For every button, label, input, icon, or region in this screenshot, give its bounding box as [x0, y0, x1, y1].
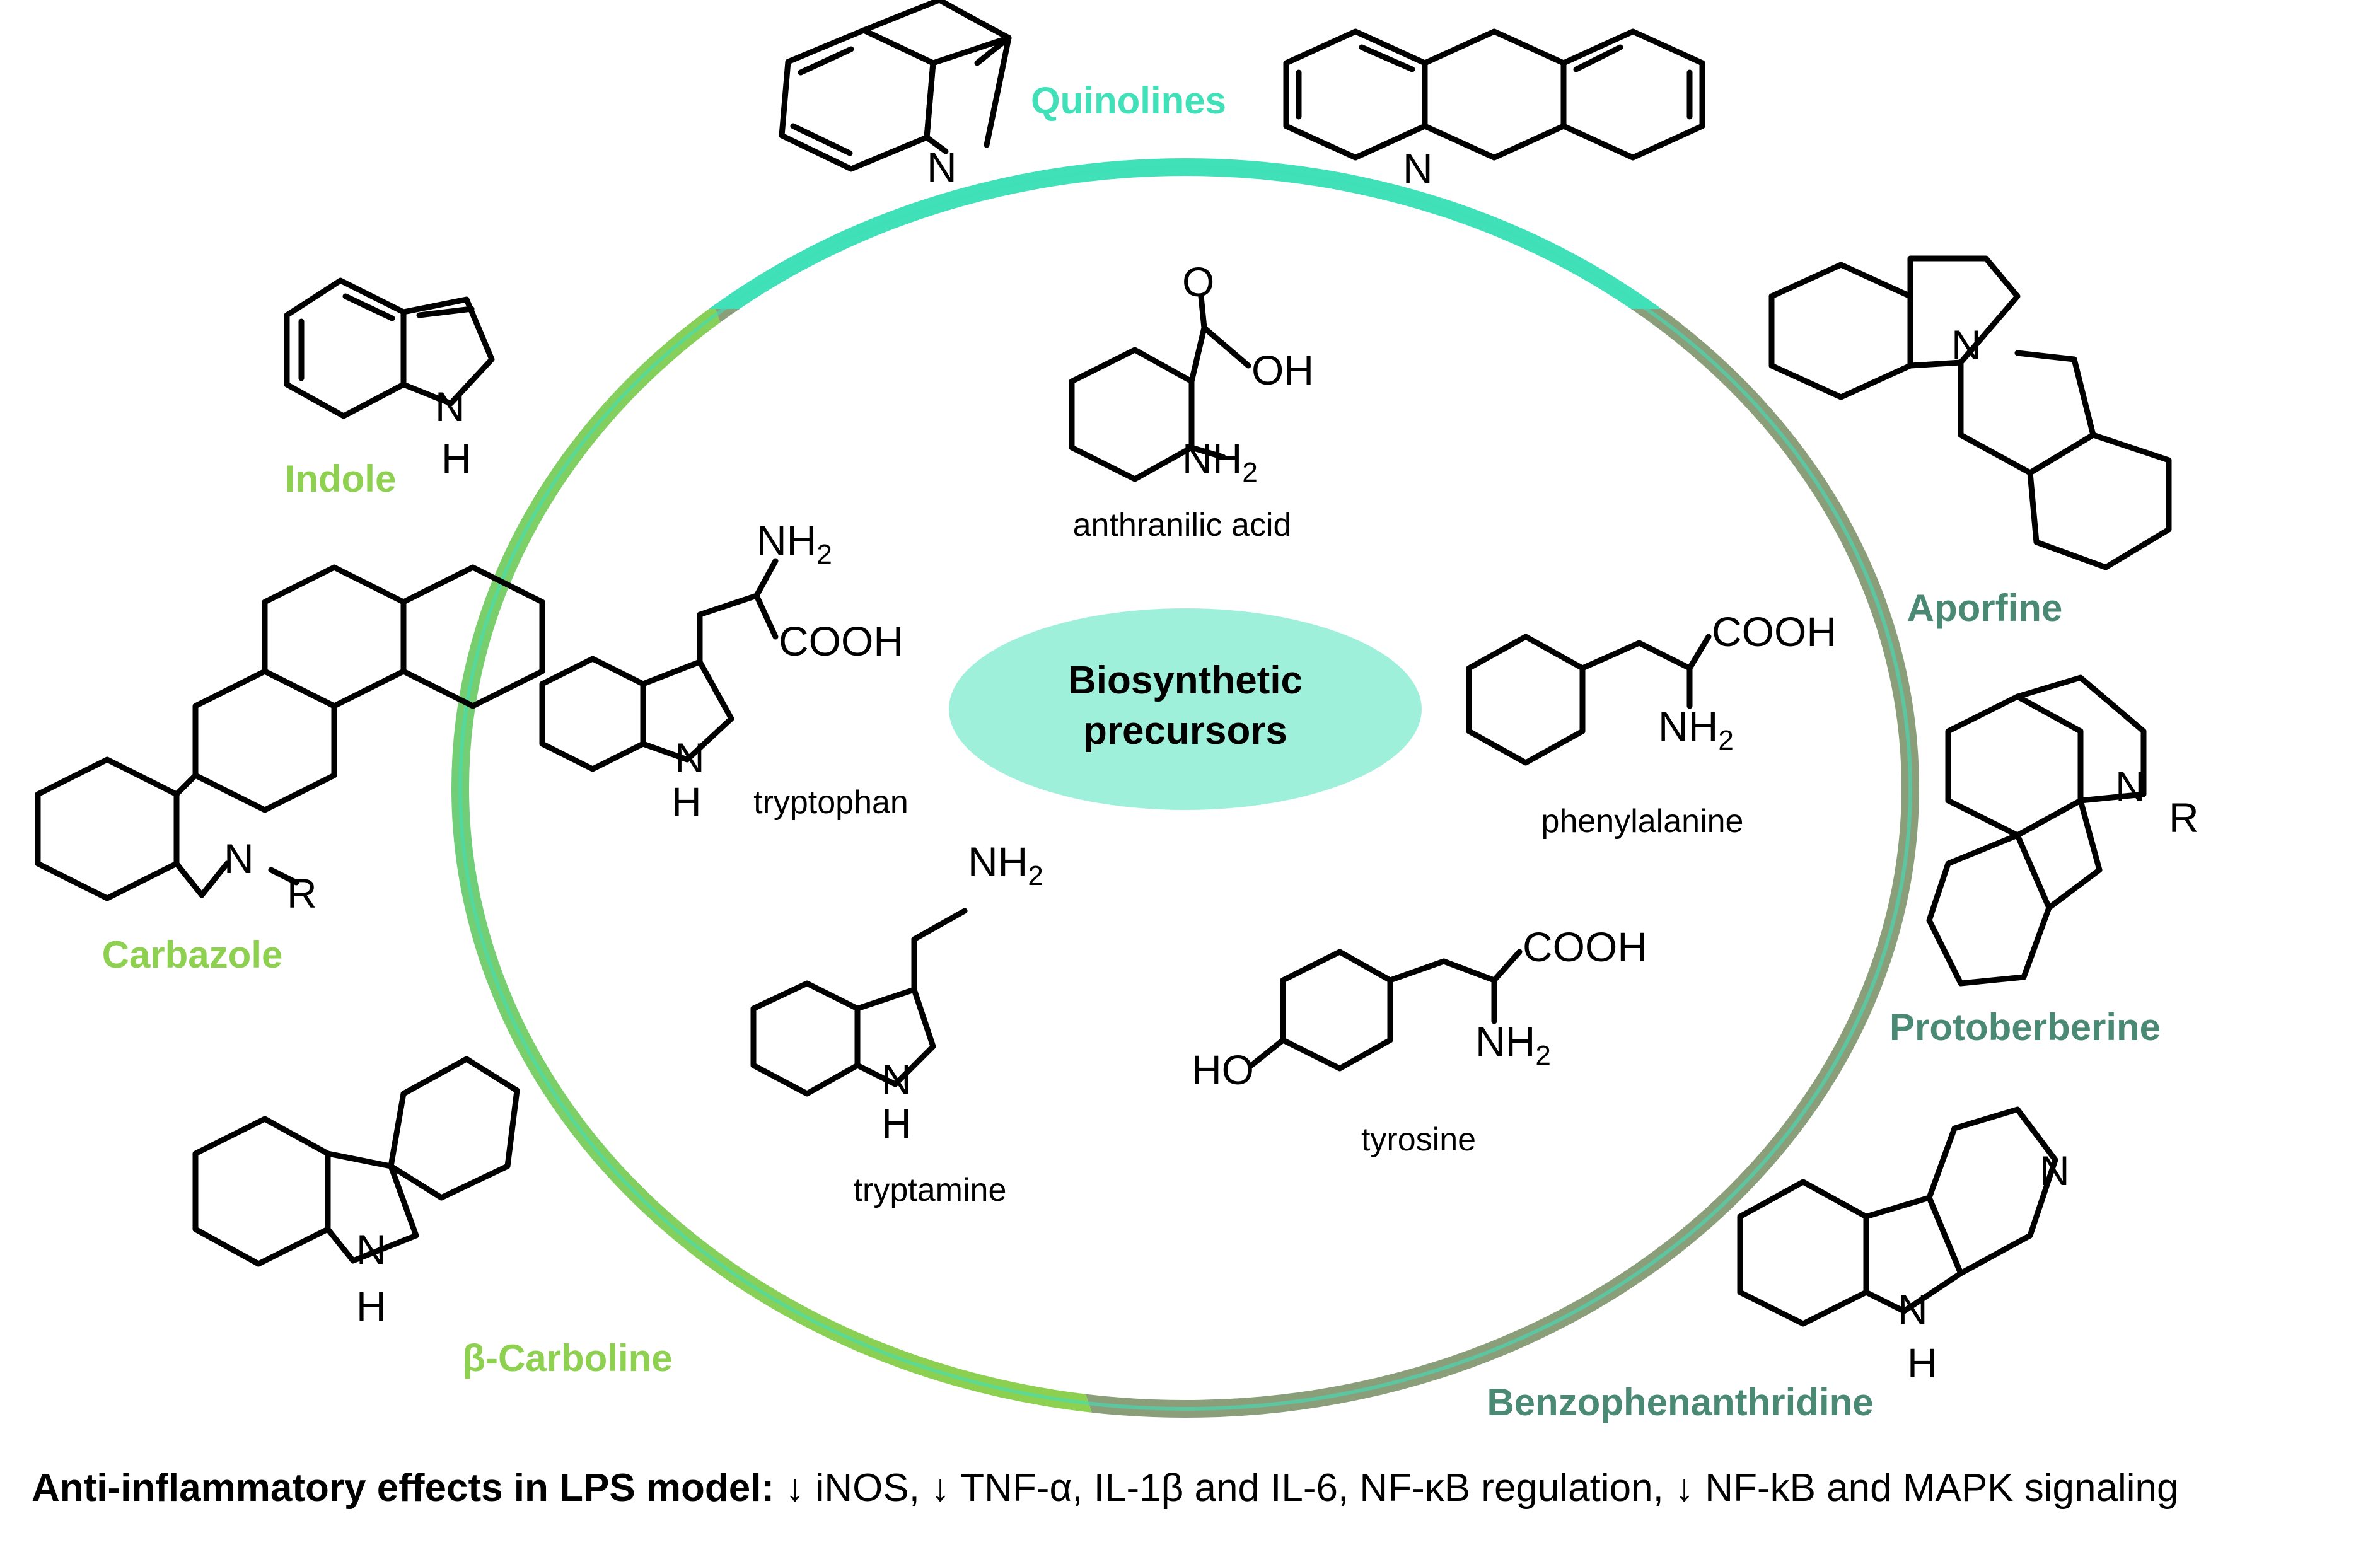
beta-carboline-h-label: H	[356, 1283, 386, 1329]
center-title-line2: precursors	[1083, 709, 1287, 753]
tyrosine-ho-label: HO	[1192, 1046, 1254, 1093]
carbazole-label-structure	[35, 564, 545, 901]
anthranilic-oh-label: OH	[1251, 347, 1314, 393]
tryptophan-cooh-label: COOH	[779, 618, 903, 664]
protoberberine-r-label: R	[2169, 794, 2199, 841]
class-label-quinolines: Quinolines	[1031, 79, 1226, 122]
benzophenanthridine-label-structure	[1737, 1106, 2058, 1327]
aporfine-n-label: N	[1951, 321, 1982, 368]
tryptophan-h-label: H	[671, 778, 702, 825]
precursor-name-tyrosine: tyrosine	[1361, 1121, 1476, 1158]
anthranilic-o-label: O	[1182, 258, 1214, 305]
footer-caption-rest: ↓ iNOS, ↓ TNF-α, IL-1β and IL-6, NF-κB r…	[774, 1466, 2179, 1510]
tyrosine-cooh-label: COOH	[1523, 923, 1647, 970]
class-label-benzophenanthridine: Benzophenanthridine	[1487, 1381, 1873, 1423]
tyrosine-nh2-label: NH2	[1475, 1018, 1551, 1071]
pathway-ring	[451, 158, 1919, 1418]
phenylalanine-nh2-label: NH2	[1658, 703, 1734, 756]
beta-carboline-label-structure	[192, 1056, 520, 1267]
precursor-name-phenylalanine: phenylalanine	[1541, 803, 1744, 840]
tryptamine-n-label: N	[881, 1056, 912, 1103]
precursor-name-tryptophan: tryptophan	[753, 784, 908, 821]
center-node: Biosynthetic precursors	[949, 608, 1422, 810]
protoberberine-label-structure	[1926, 674, 2147, 987]
center-title-line1: Biosynthetic	[1068, 659, 1303, 702]
tyrosine-structure	[1248, 949, 1523, 1072]
tryptophan-n-label: N	[675, 734, 705, 781]
benzophenanthridine-h-label: H	[1907, 1340, 1937, 1386]
benzophenanthridine-n-label: N	[1898, 1286, 1928, 1333]
quinoline-structure	[779, 0, 1012, 172]
precursor-name-anthranilic-acid: anthranilic acid	[1073, 507, 1292, 543]
protoberberine-n-label: N	[2115, 763, 2145, 809]
tryptamine-h-label: H	[881, 1100, 912, 1147]
carbazole-r-label: R	[287, 870, 317, 917]
acridine-n-label: N	[1403, 145, 1433, 192]
indole-structure	[284, 277, 495, 419]
class-label-protoberberine: Protoberberine	[1889, 1006, 2161, 1048]
phenylalanine-cooh-label: COOH	[1712, 608, 1837, 655]
tryptophan-nh2-label: NH2	[757, 517, 832, 570]
carbazole-n-label: N	[224, 835, 254, 882]
quinoline-n-label: N	[927, 144, 957, 190]
acridine-structure	[1283, 28, 1705, 161]
footer-caption: Anti-inflammatory effects in LPS model: …	[32, 1466, 2364, 1510]
footer-caption-bold: Anti-inflammatory effects in LPS model:	[32, 1466, 775, 1510]
class-label-carbazole: Carbazole	[102, 934, 283, 976]
aporfine-label-structure	[1768, 255, 2172, 570]
tryptamine-structure	[750, 908, 968, 1097]
indole-h-label: H	[441, 435, 472, 482]
precursor-name-tryptamine: tryptamine	[854, 1172, 1007, 1208]
anthranilic-nh2-label: NH2	[1182, 435, 1258, 488]
class-label-beta-carboline: β-Carboline	[462, 1337, 672, 1379]
tryptamine-nh2-label: NH2	[968, 838, 1043, 891]
class-label-indole: Indole	[285, 458, 397, 500]
anthranilic-acid-structure	[1069, 293, 1251, 482]
benzophenanthridine-n2-label: N	[2040, 1147, 2070, 1194]
phenylalanine-structure	[1466, 634, 1712, 766]
indole-n-label: N	[435, 383, 465, 430]
beta-carboline-n-label: N	[356, 1226, 386, 1273]
class-label-aporfine: Aporfine	[1907, 587, 2063, 629]
tryptophan-structure	[539, 558, 779, 772]
